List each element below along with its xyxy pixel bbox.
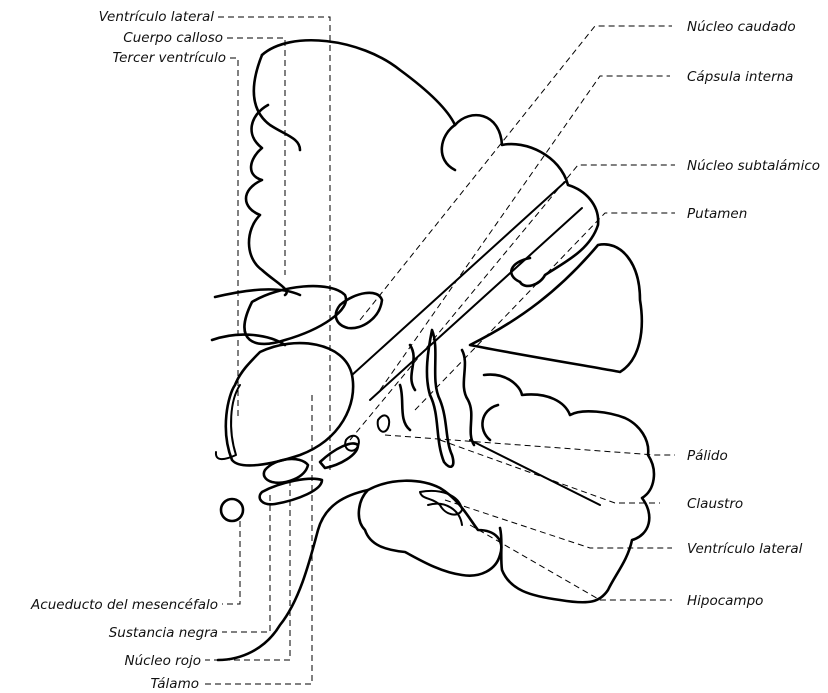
upper-gyrus <box>442 125 455 170</box>
claustro-wave <box>427 330 453 467</box>
label-putamen: Putamen <box>687 206 747 222</box>
label-talamo: Tálamo <box>150 676 199 692</box>
thalamus-shape <box>226 343 353 465</box>
label-cuerpo-calloso: Cuerpo calloso <box>123 30 223 46</box>
label-palido: Pálido <box>687 448 728 464</box>
leader-tercer-ventriculo <box>230 58 238 420</box>
hippocampus-body <box>359 481 501 576</box>
small-node-a <box>378 415 389 431</box>
label-acueducto: Acueducto del mesencéfalo <box>30 597 218 613</box>
label-capsula-interna: Cápsula interna <box>687 69 793 85</box>
putamen-wave <box>400 385 410 430</box>
medial-wall <box>246 105 287 295</box>
label-claustro: Claustro <box>687 496 743 512</box>
pallidum-line <box>470 440 600 505</box>
temporal-gyrus-fold <box>482 405 498 440</box>
label-ventriculo-lateral-2: Ventrículo lateral <box>687 541 803 557</box>
leader-palido <box>385 435 675 455</box>
small-nucleus <box>320 444 358 468</box>
label-hipocampo: Hipocampo <box>687 593 763 609</box>
label-tercer-ventriculo: Tercer ventrículo <box>113 50 226 66</box>
capsule-lines <box>352 182 600 505</box>
label-nucleo-subtalamico: Núcleo subtalámico <box>687 158 820 174</box>
leader-lines <box>203 17 675 684</box>
leader-sustancia-negra <box>222 495 270 632</box>
label-sustancia-negra: Sustancia negra <box>109 625 218 641</box>
label-nucleo-caudado: Núcleo caudado <box>687 19 796 35</box>
acueducto-circle <box>221 499 243 521</box>
cortex-left-lobe <box>254 55 300 150</box>
leader-acueducto <box>222 521 240 604</box>
capsule-line-lower <box>370 208 582 400</box>
leader-ventriculo-lateral <box>218 17 330 470</box>
sustancia-negra-shape <box>260 479 322 505</box>
caudate-head <box>336 293 382 328</box>
leader-nucleo-subtalamico <box>350 165 675 440</box>
leader-talamo <box>203 395 312 684</box>
brain-outline-drawing <box>212 40 654 660</box>
leader-ventriculo-lateral-2 <box>445 500 672 548</box>
dentate-curl <box>428 504 462 525</box>
cortex-contour <box>262 40 598 286</box>
leader-capsula-interna <box>380 76 670 390</box>
leader-nucleo-caudado <box>360 26 672 320</box>
leader-claustro <box>440 440 660 503</box>
label-ventriculo-lateral: Ventrículo lateral <box>99 9 215 25</box>
label-nucleo-rojo: Núcleo rojo <box>124 653 201 669</box>
pallidum-wave <box>462 350 474 445</box>
capsule-line-upper <box>352 182 565 375</box>
